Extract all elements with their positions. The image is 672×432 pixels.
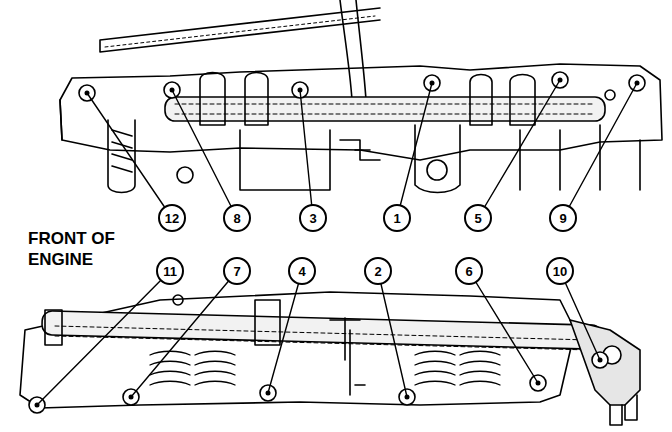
callout-number: 2 — [365, 258, 391, 284]
callout-number: 7 — [224, 258, 250, 284]
callout-number: 6 — [456, 258, 482, 284]
callout-number: 1 — [384, 205, 410, 231]
callout-number: 4 — [289, 258, 315, 284]
callout-number: 11 — [157, 258, 183, 284]
callout-number: 8 — [224, 205, 250, 231]
callout-number: 10 — [547, 258, 573, 284]
orientation-label: FRONT OF ENGINE — [28, 228, 148, 270]
callout-number: 9 — [550, 205, 576, 231]
callout-number: 12 — [159, 205, 185, 231]
callout-number: 3 — [300, 205, 326, 231]
callout-number: 5 — [465, 205, 491, 231]
